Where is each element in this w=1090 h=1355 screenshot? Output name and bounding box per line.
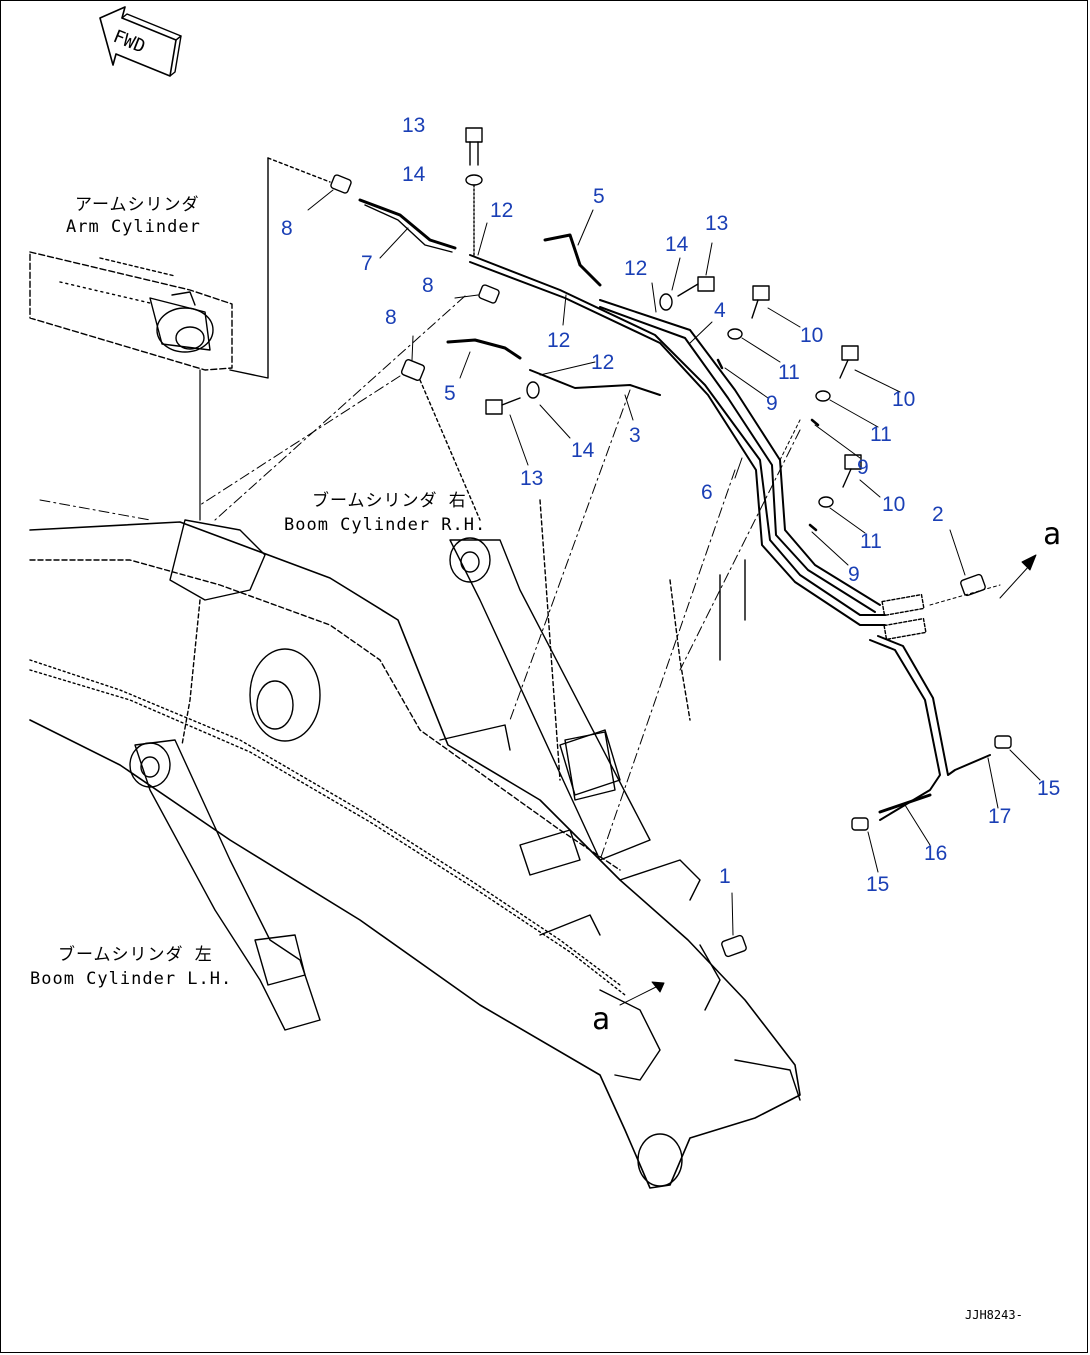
callout-2: 2: [932, 503, 944, 526]
callout-12: 12: [591, 351, 615, 374]
connection-lines: [39, 295, 801, 861]
callout-5: 5: [444, 382, 456, 405]
callout-15: 15: [1037, 777, 1061, 800]
callout-8: 8: [422, 274, 434, 297]
fitting-parts: [330, 174, 1012, 958]
callout-9: 9: [848, 563, 860, 586]
boom-cylinder-rh-label-jp: ブームシリンダ 右: [312, 491, 467, 511]
boom-cylinder-lh-label-en: Boom Cylinder L.H.: [30, 969, 233, 989]
callout-9: 9: [857, 456, 869, 479]
boom-cylinder-lh-label-jp: ブームシリンダ 左: [58, 945, 213, 965]
boom-cylinder-rh-label-en: Boom Cylinder R.H.: [284, 515, 487, 535]
callout-16: 16: [924, 842, 948, 865]
callout-14: 14: [571, 439, 595, 462]
arm-cylinder-label-en: Arm Cylinder: [66, 217, 201, 237]
callout-12: 12: [624, 257, 648, 280]
callout-3: 3: [629, 424, 641, 447]
drawing-id: JJH8243-: [965, 1308, 1023, 1322]
callout-12: 12: [547, 329, 571, 352]
connection-marker-a: a: [592, 1002, 611, 1037]
connection-marker-a: a: [1043, 517, 1062, 552]
callout-9: 9: [766, 392, 778, 415]
callout-8: 8: [385, 306, 397, 329]
arm-cylinder-label-jp: アームシリンダ: [75, 195, 200, 215]
callout-10: 10: [800, 324, 824, 347]
boom-cylinder-rh-drawing: [419, 379, 651, 861]
callout-6: 6: [701, 481, 713, 504]
callout-13: 13: [705, 212, 729, 235]
callout-10: 10: [882, 493, 906, 516]
arm-cylinder-leader: [229, 157, 331, 379]
callout-15: 15: [866, 873, 890, 896]
callout-1: 1: [719, 865, 731, 888]
callout-12: 12: [490, 199, 514, 222]
boom-cylinder-lh-drawing: [129, 739, 321, 1031]
callout-11: 11: [778, 361, 800, 384]
callout-4: 4: [714, 299, 726, 322]
bolt-parts: [465, 127, 862, 532]
fwd-arrow-icon: [99, 6, 182, 77]
callout-14: 14: [402, 163, 426, 186]
callout-8: 8: [281, 217, 293, 240]
arm-cylinder-drawing: [29, 251, 233, 521]
callout-leaders: [307, 189, 1041, 1006]
callout-14: 14: [665, 233, 689, 256]
callout-11: 11: [870, 423, 892, 446]
callout-13: 13: [402, 114, 426, 137]
hose-parts: [358, 198, 932, 814]
callout-7: 7: [361, 252, 373, 275]
callout-5: 5: [593, 185, 605, 208]
callout-11: 11: [860, 530, 882, 553]
callout-13: 13: [520, 467, 544, 490]
callout-10: 10: [892, 388, 916, 411]
boom-structure-drawing: [29, 499, 801, 1189]
callout-17: 17: [988, 805, 1012, 828]
